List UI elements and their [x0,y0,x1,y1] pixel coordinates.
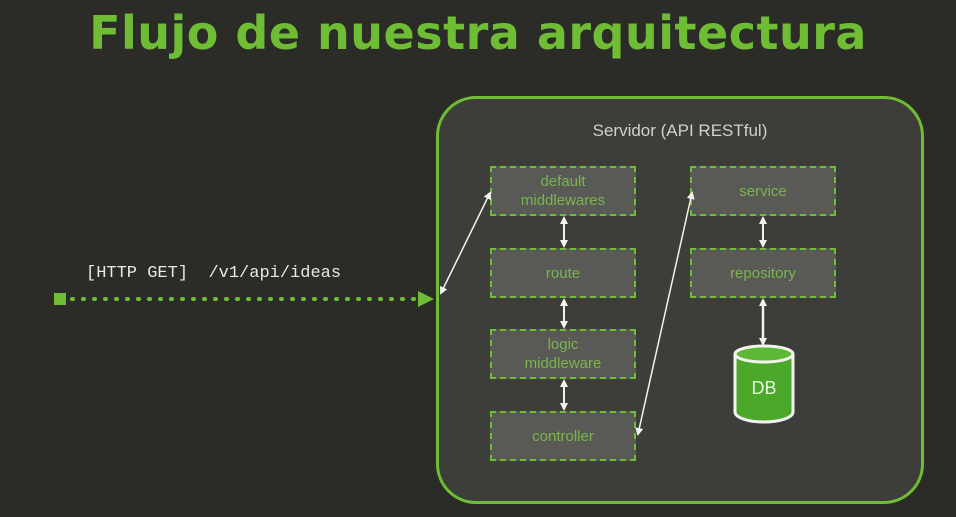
request-label: [HTTP GET] /v1/api/ideas [86,264,341,283]
database-icon [733,344,795,424]
db-label: DB [751,378,777,398]
server-label: Servidor (API RESTful) [592,121,768,140]
service-label: service [739,182,787,200]
request-origin-square [54,293,66,305]
entry-to-middlewares-arrow [440,191,491,295]
controller-box: controller [490,411,636,461]
controller-label: controller [532,427,594,445]
logic-middleware-box: logic middleware [490,329,636,379]
request-path: /v1/api/ideas [208,264,342,283]
default-middlewares-box: default middlewares [490,166,636,216]
repository-box: repository [690,248,836,298]
service-box: service [690,166,836,216]
repository-label: repository [730,264,796,282]
request-method: [HTTP GET] [86,264,189,283]
route-box: route [490,248,636,298]
logic-middleware-line1: logic [547,336,579,353]
default-middlewares-line2: middlewares [520,192,606,209]
route-label: route [545,264,581,282]
controller-service-arrow [635,191,695,436]
page-title: Flujo de nuestra arquitectura [89,6,867,60]
default-middlewares-line1: default [540,173,586,190]
logic-middleware-line2: middleware [524,355,602,372]
